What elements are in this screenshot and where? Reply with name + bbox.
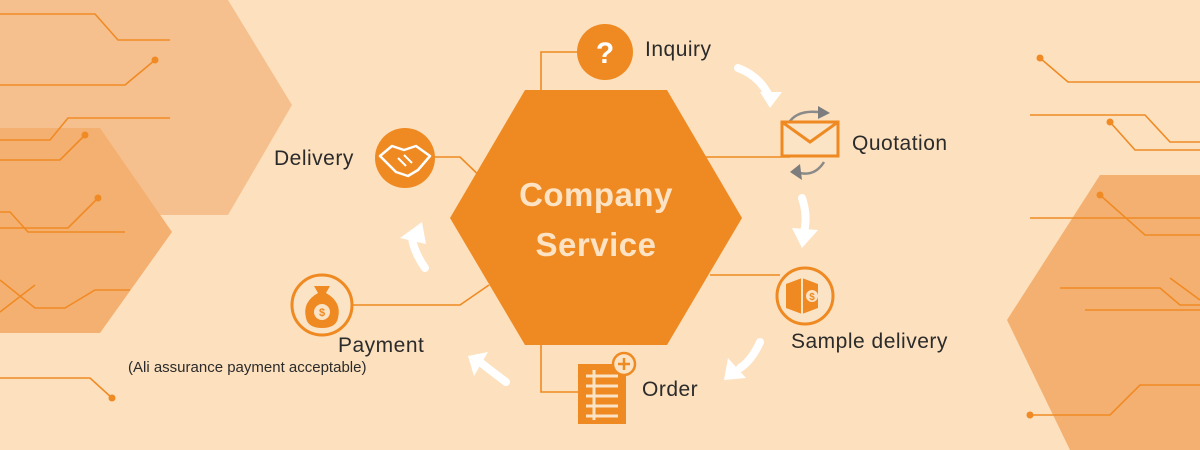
step-label-delivery: Delivery [274, 147, 354, 170]
money-bag-icon: $ [290, 273, 354, 337]
right-decor [1007, 54, 1200, 450]
step-label-payment: Payment [338, 334, 425, 357]
step-label-order: Order [642, 378, 699, 401]
hub-title-line2: Service [535, 226, 657, 263]
svg-text:?: ? [596, 37, 614, 70]
handshake-icon [375, 128, 435, 188]
arrow-sample-to-order [736, 338, 764, 372]
arrow-order-to-payment [476, 358, 510, 386]
company-service-hexagon [450, 90, 742, 345]
order-list-icon [578, 351, 637, 424]
arrow-quotation-to-sample [798, 194, 810, 236]
envelope-icon [780, 106, 840, 180]
step-label-sample-delivery: Sample delivery [791, 330, 948, 353]
box-icon: $ [775, 266, 835, 326]
flow-arrows [400, 64, 818, 386]
step-label-quotation: Quotation [852, 132, 948, 155]
hub-title-line1: Company [519, 176, 673, 213]
left-decor [0, 0, 292, 402]
svg-text:$: $ [319, 307, 325, 319]
question-icon: ? [577, 24, 633, 80]
svg-text:$: $ [809, 292, 815, 303]
step-label-inquiry: Inquiry [645, 38, 712, 61]
step-note-payment: (Ali assurance payment acceptable) [128, 359, 367, 376]
